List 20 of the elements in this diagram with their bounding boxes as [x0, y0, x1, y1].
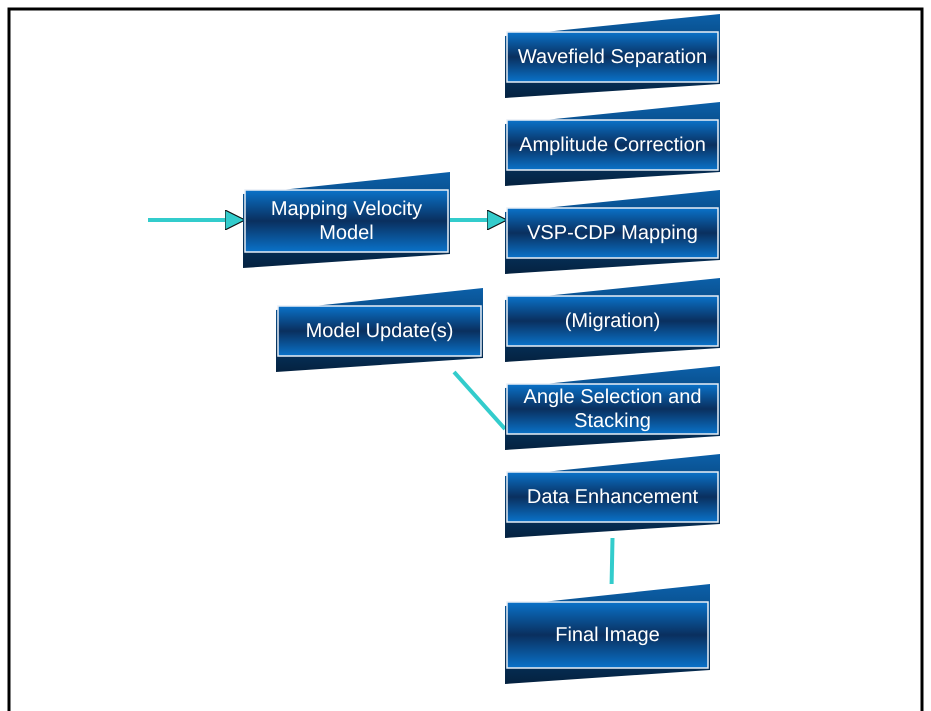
- arrow: [148, 209, 246, 231]
- step-label: Amplitude Correction: [519, 133, 706, 157]
- step-label: Wavefield Separation: [518, 45, 708, 69]
- process-panel: [505, 454, 720, 538]
- process-panel: [505, 366, 720, 450]
- process-panel: [505, 14, 720, 98]
- process-panel: [505, 278, 720, 362]
- step-label: Mapping Velocity Model: [270, 197, 424, 245]
- process-panel: [243, 172, 450, 268]
- step-label: Angle Selection and Stacking: [522, 385, 702, 433]
- process-panel: [276, 288, 483, 372]
- step-label: VSP-CDP Mapping: [527, 221, 698, 245]
- process-panel: [505, 102, 720, 186]
- step-label: (Migration): [564, 309, 660, 333]
- step-label: Data Enhancement: [526, 485, 698, 509]
- step-label: Final Image: [555, 623, 660, 647]
- arrow: [450, 209, 508, 231]
- step-label: Model Update(s): [306, 319, 454, 343]
- process-panel: [505, 584, 710, 684]
- process-panel: [505, 190, 720, 274]
